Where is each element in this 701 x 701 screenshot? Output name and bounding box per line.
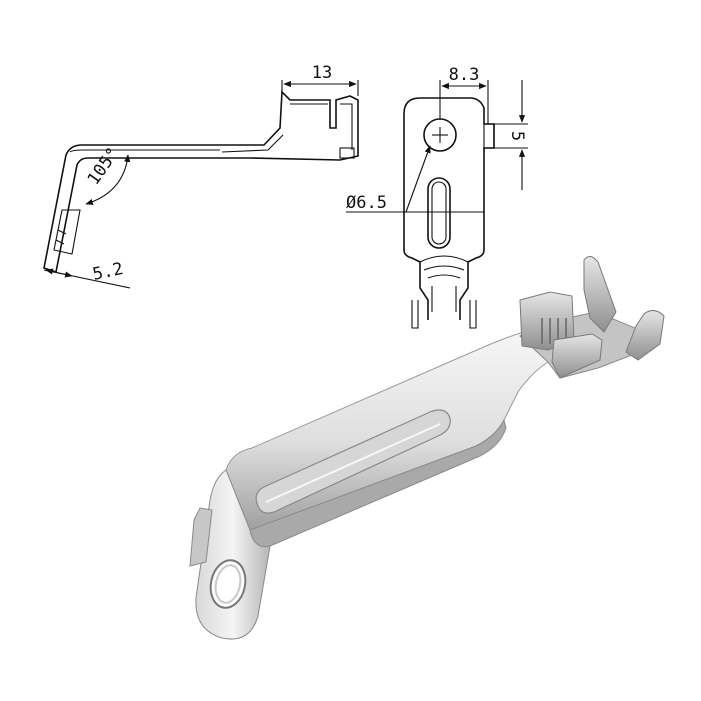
dim-5-2-label: 5.2: [91, 259, 125, 285]
iso-arm-slot: [255, 409, 451, 514]
iso-crimp-tab-right: [583, 256, 617, 333]
top-view-slot-inner: [431, 181, 447, 245]
side-view-bend-line: [69, 149, 220, 153]
top-view-outline: [403, 97, 495, 320]
angle-105-label: 105°: [84, 144, 124, 189]
angle-105-arc: [85, 154, 131, 205]
side-view: 13 105° 5.2: [43, 63, 359, 289]
iso-leg-tab: [189, 507, 213, 567]
dim-13-label: 13: [312, 63, 332, 83]
iso-crimp-wing-far: [625, 310, 665, 361]
iso-arm-slot-shadow: [265, 423, 441, 503]
iso-ring-hole-inner: [214, 564, 242, 604]
side-view-leg-tab-hatch: [55, 229, 67, 245]
side-view-leg-tab: [53, 209, 81, 255]
side-view-wing-inner: [290, 103, 353, 150]
iso-crimp-wing-center: [551, 333, 603, 379]
isometric-render: [189, 256, 665, 640]
top-view-crimp-barrel: [411, 255, 477, 329]
iso-crimp-wing-left-ribs: [541, 318, 567, 344]
side-view-profile: [43, 90, 359, 274]
side-view-tip: [339, 147, 355, 159]
dim-8-3-label: 8.3: [449, 65, 480, 85]
dim-5-label: 5: [507, 131, 527, 141]
dim-dia-label: Ø6.5: [346, 193, 387, 213]
dim-5-2-line: [45, 268, 73, 278]
top-view-slot: [427, 177, 451, 249]
dim-dia-leader: [405, 145, 431, 213]
side-view-crimp-detail: [221, 134, 284, 153]
top-view: 8.3 5 Ø6.5: [346, 65, 528, 329]
top-view-side-tab: [483, 123, 495, 149]
